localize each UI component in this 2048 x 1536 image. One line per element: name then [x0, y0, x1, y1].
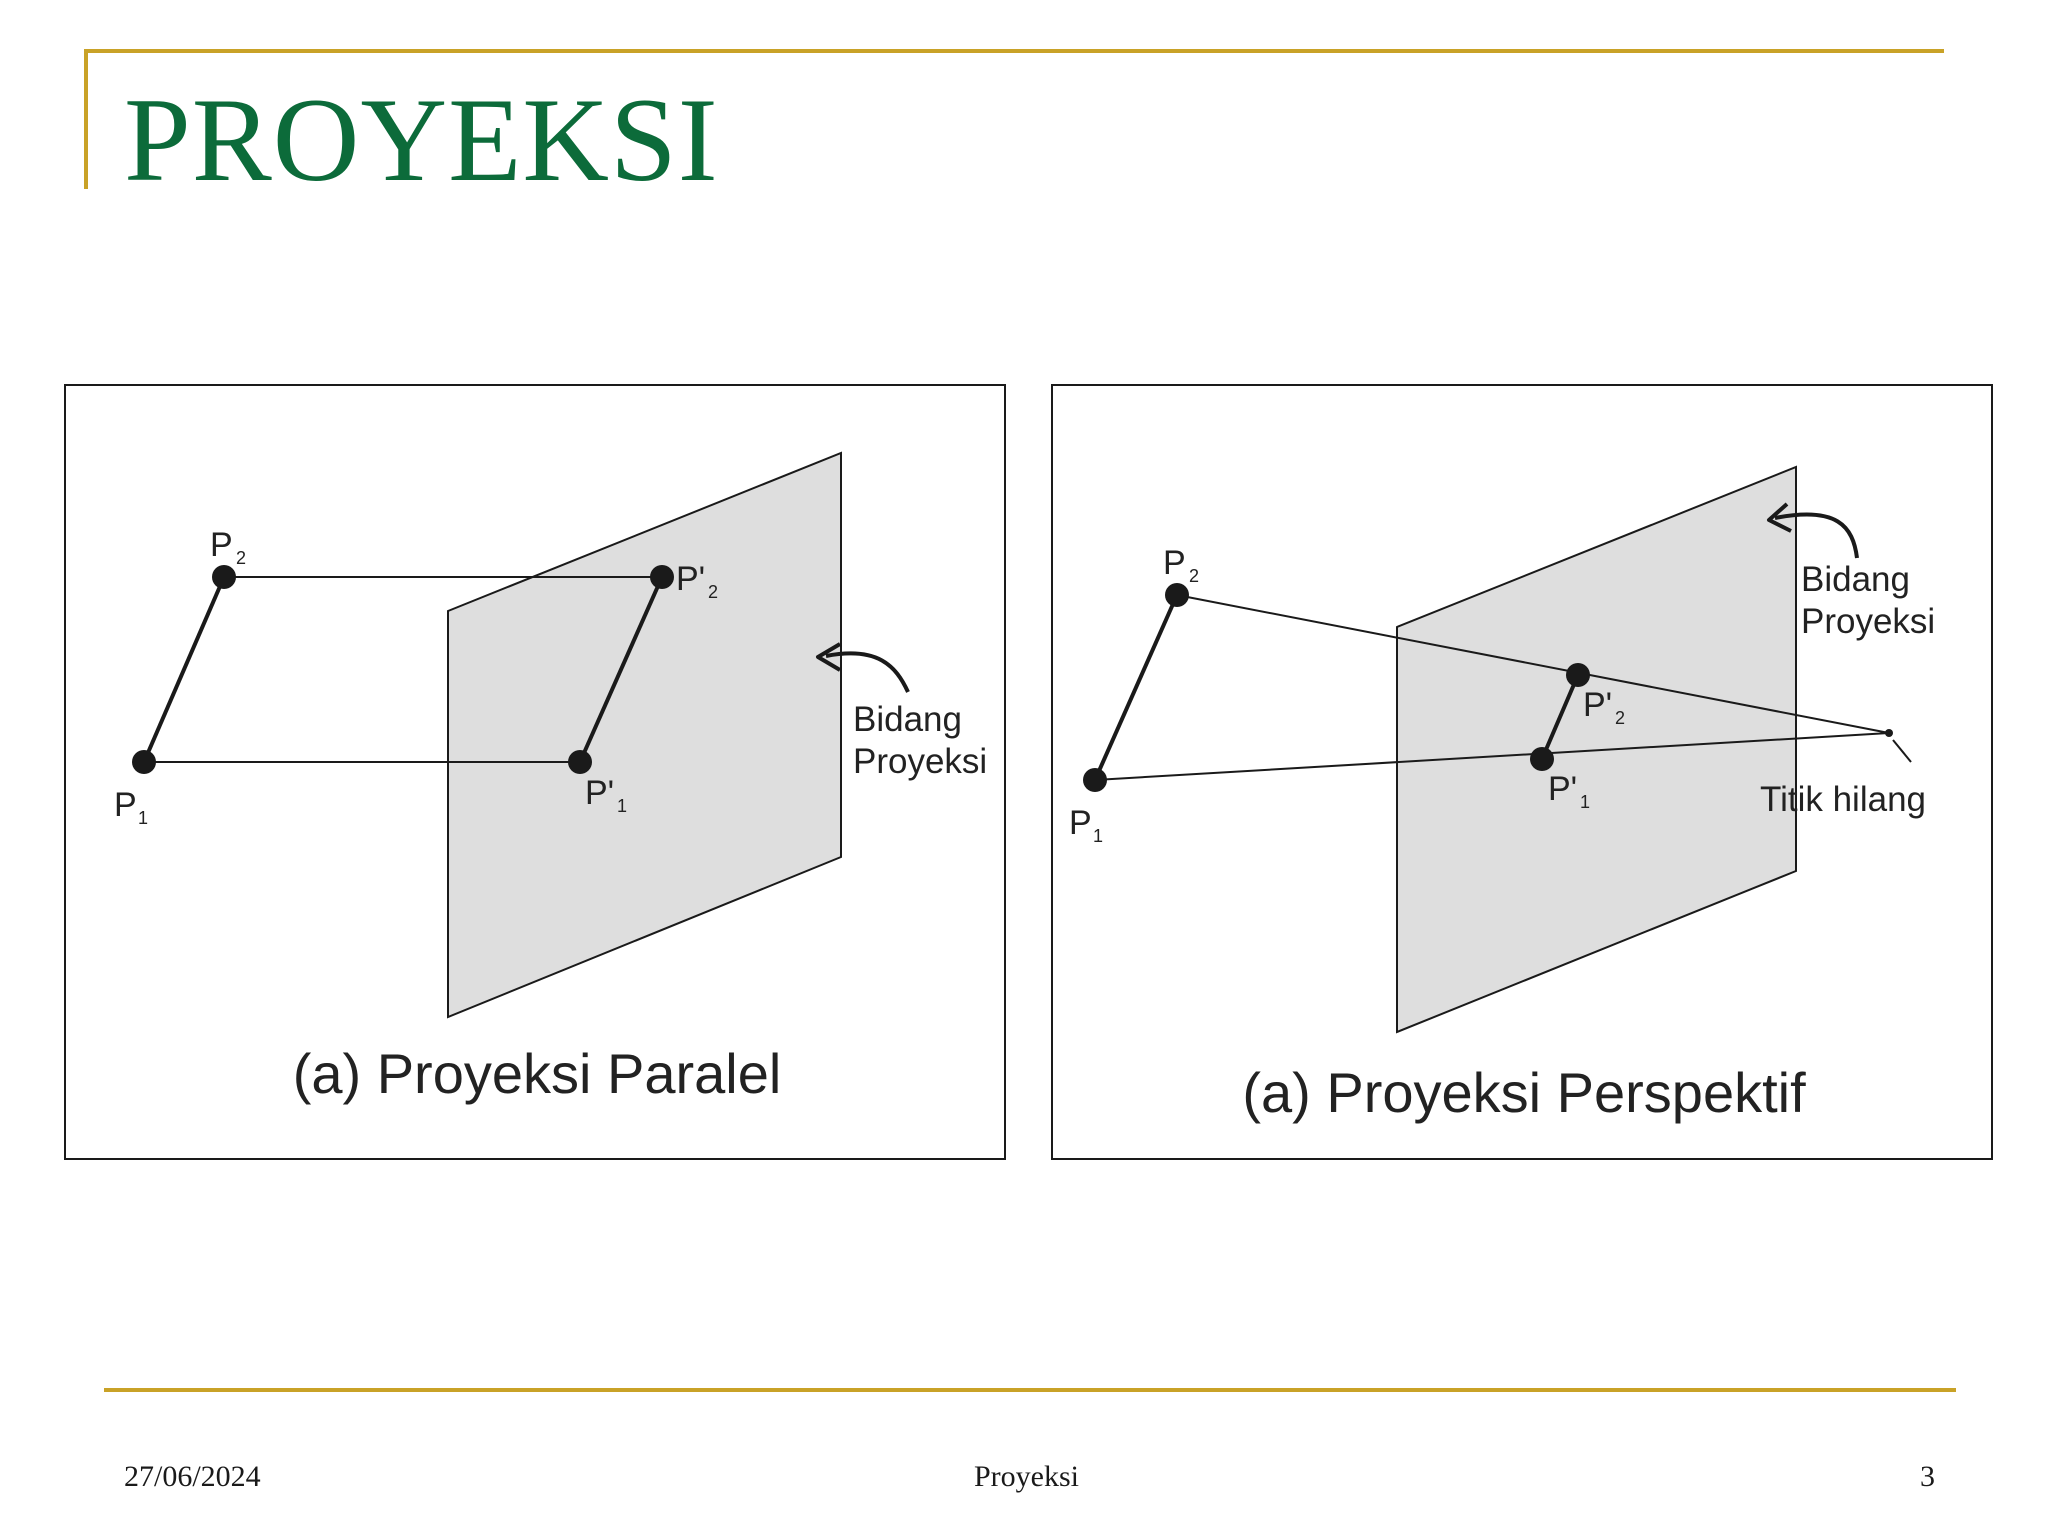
- projector-line-bottom: [1094, 732, 1890, 781]
- label-p2-projected-sub: 2: [708, 582, 718, 602]
- label-p1-projected-sub: 1: [1580, 792, 1590, 812]
- segment-p1-p2: [142, 576, 226, 763]
- parallel-projection-diagram: P 2 P' 2 P 1 P' 1 Bidang Proyeksi (a) Pr…: [114, 451, 987, 1105]
- label-plane-line2: Proyeksi: [1801, 602, 1935, 641]
- segment-projected: [1540, 674, 1580, 760]
- label-vanishing-point: Titik hilang: [1760, 780, 1926, 819]
- point-p2: [212, 565, 236, 589]
- plane-pointer-arrow: [825, 651, 910, 693]
- label-p1: P: [114, 786, 137, 824]
- segment-projected: [578, 576, 664, 763]
- label-p2: P: [1163, 544, 1186, 582]
- projection-plane: [447, 451, 842, 1019]
- title-top-rule: [84, 49, 1944, 53]
- point-p2-projected: [1566, 663, 1590, 687]
- label-p1-projected: P': [1548, 770, 1577, 808]
- perspective-projection-figure: P 2 P' 2 P 1 P' 1 Bidang Proyeksi Titik …: [1051, 384, 1993, 1160]
- label-p2-projected: P': [1583, 686, 1612, 724]
- point-p1: [1083, 768, 1107, 792]
- label-p2-sub: 2: [1189, 566, 1199, 586]
- label-p1-projected: P': [585, 774, 614, 812]
- label-p1-sub: 1: [1093, 826, 1103, 846]
- parallel-projection-figure: P 2 P' 2 P 1 P' 1 Bidang Proyeksi (a) Pr…: [64, 384, 1006, 1160]
- point-p1: [132, 750, 156, 774]
- label-p1-projected-sub: 1: [617, 796, 627, 816]
- caption-perspective: (a) Proyeksi Perspektif: [1242, 1061, 1806, 1124]
- footer-title: Proyeksi: [974, 1460, 1079, 1493]
- projector-line-top: [1176, 594, 1890, 734]
- label-p2-projected-sub: 2: [1615, 708, 1625, 728]
- point-p2-projected: [650, 565, 674, 589]
- title-left-rule: [84, 49, 88, 189]
- label-p2-projected: P': [676, 560, 705, 598]
- label-p1: P: [1069, 804, 1092, 842]
- point-p1-projected: [1530, 747, 1554, 771]
- label-plane-line2: Proyeksi: [853, 742, 987, 781]
- footer-date: 27/06/2024: [124, 1460, 261, 1493]
- point-p1-projected: [568, 750, 592, 774]
- slide-title: PROYEKSI: [124, 73, 719, 206]
- vanishing-point: [1885, 729, 1893, 737]
- label-plane-line1: Bidang: [853, 700, 962, 739]
- caption-parallel: (a) Proyeksi Paralel: [293, 1042, 782, 1105]
- label-p1-sub: 1: [138, 808, 148, 828]
- perspective-projection-diagram: P 2 P' 2 P 1 P' 1 Bidang Proyeksi Titik …: [1069, 465, 1935, 1124]
- plane-pointer-arrow: [1774, 512, 1859, 559]
- plane-pointer-arrowhead: [1767, 502, 1792, 533]
- segment-p1-p2: [1093, 594, 1179, 781]
- vanishing-point-leader: [1892, 739, 1912, 763]
- point-p2: [1165, 583, 1189, 607]
- label-p2-sub: 2: [236, 548, 246, 568]
- footer-rule: [104, 1388, 1956, 1392]
- label-p2: P: [210, 526, 233, 564]
- plane-pointer-arrowhead: [816, 642, 842, 672]
- label-plane-line1: Bidang: [1801, 560, 1910, 599]
- footer-page-number: 3: [1920, 1460, 1935, 1493]
